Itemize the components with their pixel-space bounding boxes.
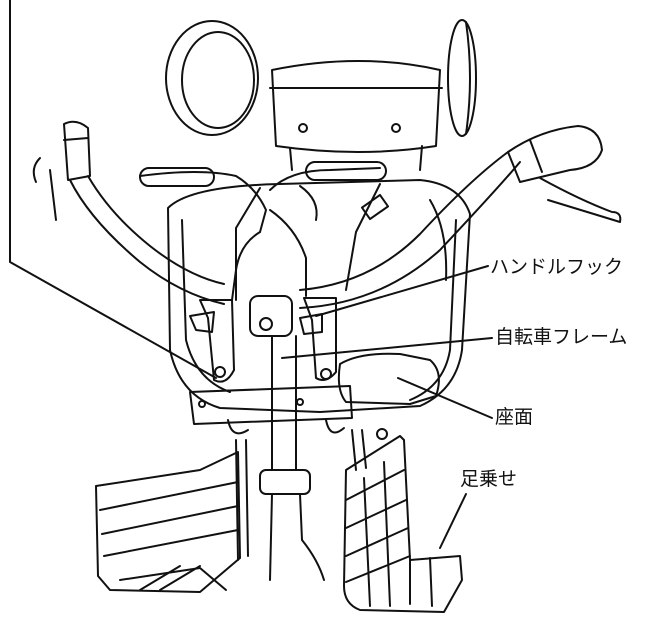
label-footrest: 足乗せ [460, 468, 518, 490]
label-bicycle-frame: 自転車フレーム [495, 326, 628, 348]
headrest-center [271, 60, 441, 153]
edge-line [9, 0, 217, 379]
left-grip [63, 120, 91, 181]
headrest-neck [289, 145, 423, 171]
headrest-right-wing [447, 19, 477, 137]
handlebar-right-lower [299, 151, 509, 291]
bicycle-head-tube [271, 335, 297, 471]
frame-collar [259, 469, 311, 495]
footrest-right-rung1 [345, 469, 405, 501]
headrest-left-wing-inner [181, 31, 255, 129]
leader-footrest [439, 493, 467, 549]
handlebar-right-upper [299, 161, 521, 309]
seat-back-inner [181, 219, 231, 393]
seat-shell-side [409, 219, 457, 401]
leader-seat [397, 377, 493, 419]
seat-back-shell [167, 179, 471, 413]
footrest-left-cross2 [159, 565, 201, 591]
footrest-left [95, 451, 241, 593]
center-strap [299, 185, 318, 221]
footrest-left-arm [235, 439, 249, 561]
footrest-right-v1 [363, 477, 371, 607]
footrest-right-rung3 [345, 527, 409, 557]
footrest-left-cross1 [139, 565, 181, 591]
footrest-right-rung2 [345, 499, 407, 529]
left-lever [32, 157, 57, 221]
handle-hook-right [303, 297, 337, 381]
child-grip-left [139, 167, 215, 187]
stem-bolt [259, 317, 273, 331]
fork-tube [269, 493, 325, 581]
child-handle-right [269, 167, 381, 191]
footrest-right-rung4 [345, 555, 411, 583]
stem-clamp [249, 295, 293, 337]
footrest-right-v2 [383, 461, 391, 607]
footrest-left-rung3 [103, 529, 239, 557]
seat-shell-right-edge [429, 199, 448, 281]
mount-hole-left [198, 400, 206, 408]
headrest-hole-left [298, 123, 308, 133]
right-grip [507, 125, 603, 183]
footrest-left-rung2 [101, 505, 239, 535]
leader-handle-hook [315, 265, 489, 317]
label-seat: 座面 [495, 406, 534, 428]
headrest-right-wing-inner [465, 21, 471, 135]
footrest-right-base [409, 557, 433, 607]
footrest-left-base [119, 567, 227, 591]
handle-hook-right-bolt [320, 368, 332, 380]
headrest-left-wing [165, 20, 259, 136]
mount-hook-right [325, 419, 345, 434]
mount-bracket [189, 385, 353, 425]
handle-hook-left-bolt [214, 366, 226, 378]
headrest-hole-right [391, 123, 401, 133]
label-handle-hook: ハンドルフック [490, 256, 624, 278]
child-grip-right [305, 161, 387, 181]
right-lever [539, 177, 622, 223]
child-handle [139, 171, 267, 233]
leader-bicycle-frame [281, 337, 493, 359]
handle-hook-left [199, 299, 235, 383]
mount-hole-right [296, 398, 304, 406]
footrest-right [343, 435, 463, 613]
strap-buckle [360, 193, 390, 221]
mount-screw [376, 428, 388, 440]
child-handle-bend [231, 209, 307, 301]
mount-hook-left [227, 419, 249, 435]
left-grip-line [63, 137, 89, 141]
seat-cushion [337, 352, 440, 405]
handle-hook-right-knob [299, 313, 323, 335]
shoulder-strap-left [235, 187, 261, 301]
handlebar-left-upper [69, 179, 225, 305]
footrest-left-rung1 [99, 481, 239, 511]
handlebar-left-lower [87, 175, 225, 285]
right-grip-line [529, 139, 543, 173]
handle-hook-left-knob [189, 311, 215, 333]
